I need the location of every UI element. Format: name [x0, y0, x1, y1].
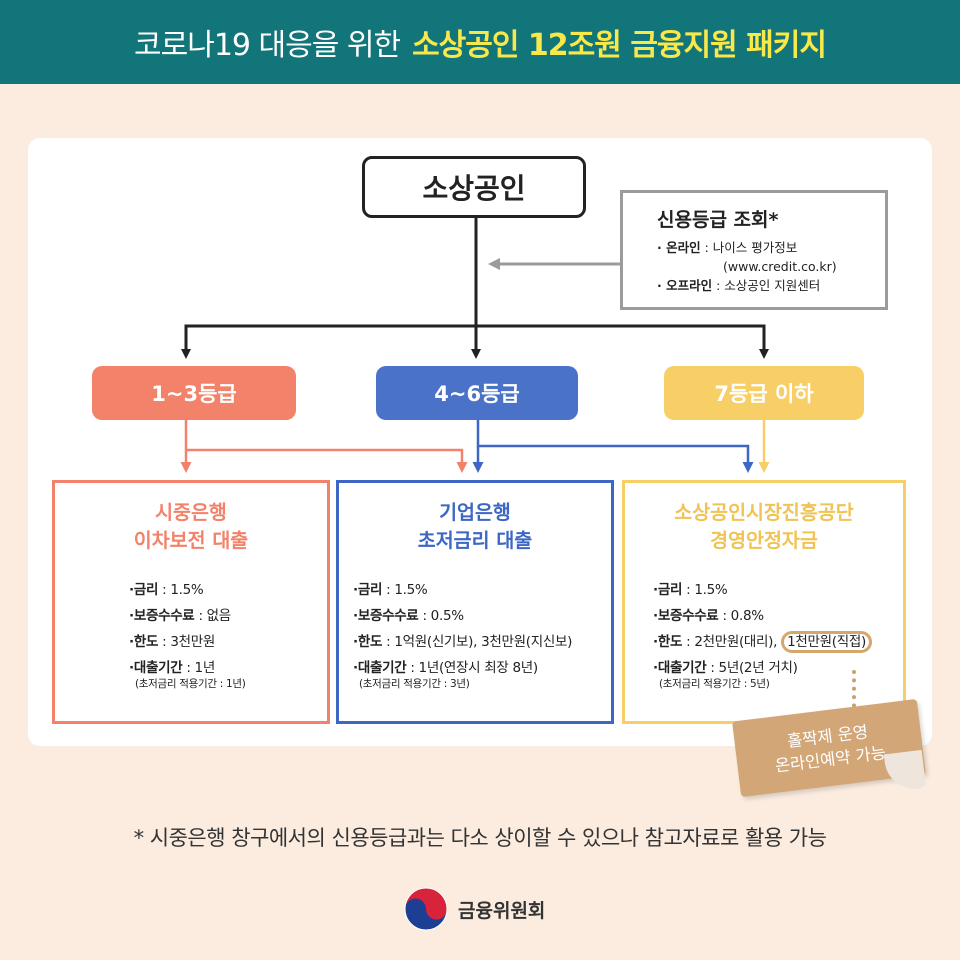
detail-rate: ·금리 : 1.5%: [129, 577, 246, 603]
product-title: 시중은행 이차보전 대출: [55, 499, 327, 555]
credit-offline-value: : 소상공인 지원센터: [716, 278, 821, 293]
header-title-light: 코로나19 대응을 위한: [134, 28, 401, 63]
detail-rate: ·금리 : 1.5%: [353, 577, 572, 603]
product-title-line1: 기업은행: [439, 501, 511, 524]
header-title-bold: 소상공인 12조원 금융지원 패키지: [412, 28, 827, 63]
product-title-line1: 소상공인시장진흥공단: [674, 501, 854, 524]
detail-note: (초저금리 적용기간 : 1년): [135, 678, 246, 690]
root-to-grades-connector: [181, 218, 769, 359]
grade2-connector: [472, 420, 754, 473]
credit-check-title: 신용등급 조회*: [657, 209, 779, 231]
grade1-connector: [180, 420, 468, 473]
credit-offline-line: · 오프라인 : 소상공인 지원센터: [657, 276, 885, 295]
credit-check-box: 신용등급 조회* · 온라인 : 나이스 평가정보 (www.credit.co…: [620, 190, 888, 310]
product-details: ·금리 : 1.5% ·보증수수료 : 없음 ·한도 : 3천만원 ·대출기간 …: [129, 577, 246, 690]
rate-value: : 1.5%: [386, 582, 428, 598]
limit-value: : 3천만원: [162, 634, 215, 650]
period-value: : 1년: [186, 660, 215, 676]
taegeuk-emblem-icon: [404, 887, 448, 931]
product-details: ·금리 : 1.5% ·보증수수료 : 0.5% ·한도 : 1억원(신기보),…: [353, 577, 572, 690]
product-commercial-bank-loan: 시중은행 이차보전 대출 ·금리 : 1.5% ·보증수수료 : 없음 ·한도 …: [52, 480, 330, 724]
product-title-line2: 초저금리 대출: [417, 529, 533, 552]
credit-online-line: · 온라인 : 나이스 평가정보: [657, 238, 885, 257]
product-title-line2: 이차보전 대출: [133, 529, 249, 552]
period-value: : 5년(2년 거치): [710, 660, 798, 676]
detail-period: ·대출기간 : 1년(연장시 최장 8년): [353, 655, 572, 681]
period-label: ·대출기간: [353, 660, 407, 676]
fee-label: ·보증수수료: [653, 608, 719, 624]
product-title-line1: 시중은행: [155, 501, 227, 524]
limit-direct-highlight: 1천만원(직접): [781, 631, 872, 653]
rate-label: ·금리: [129, 582, 159, 598]
period-value: : 1년(연장시 최장 8년): [410, 660, 538, 676]
footnote: * 시중은행 창구에서의 신용등급과는 다소 상이할 수 있으나 참고자료로 활…: [133, 826, 827, 850]
product-title: 소상공인시장진흥공단 경영안정자금: [625, 499, 903, 555]
fee-label: ·보증수수료: [129, 608, 195, 624]
limit-label: ·한도: [353, 634, 383, 650]
fee-value: : 0.8%: [722, 608, 764, 624]
detail-limit: ·한도 : 1억원(신기보), 3천만원(지신보): [353, 629, 572, 655]
product-title-line2: 경영안정자금: [710, 529, 818, 552]
detail-limit: ·한도 : 3천만원: [129, 629, 246, 655]
detail-note: (초저금리 적용기간 : 5년): [659, 678, 770, 690]
tag-dotted-connector: [852, 670, 856, 716]
period-label: ·대출기간: [129, 660, 183, 676]
limit-value: : 2천만원(대리),: [686, 634, 778, 650]
credit-online-value: : 나이스 평가정보: [704, 240, 798, 255]
credit-offline-label: · 오프라인: [657, 278, 713, 293]
header-banner: 코로나19 대응을 위한 소상공인 12조원 금융지원 패키지: [0, 0, 960, 84]
detail-fee: ·보증수수료 : 0.5%: [353, 603, 572, 629]
grade-7-below-label: 7등급 이하: [714, 382, 814, 406]
rate-label: ·금리: [353, 582, 383, 598]
limit-label: ·한도: [653, 634, 683, 650]
period-label: ·대출기간: [653, 660, 707, 676]
detail-rate: ·금리 : 1.5%: [653, 577, 872, 603]
grade-4-6-box: 4~6등급: [376, 366, 578, 420]
credit-online-label: · 온라인: [657, 240, 701, 255]
product-ibk-low-rate-loan: 기업은행 초저금리 대출 ·금리 : 1.5% ·보증수수료 : 0.5% ·한…: [336, 480, 614, 724]
rate-label: ·금리: [653, 582, 683, 598]
rate-value: : 1.5%: [686, 582, 728, 598]
product-details: ·금리 : 1.5% ·보증수수료 : 0.8% ·한도 : 2천만원(대리),…: [653, 577, 872, 690]
org-name: 금융위원회: [458, 899, 546, 922]
fee-value: : 0.5%: [422, 608, 464, 624]
fsc-logo: 금융위원회: [404, 880, 545, 938]
detail-fee: ·보증수수료 : 0.8%: [653, 603, 872, 629]
root-node-small-business: 소상공인: [362, 156, 586, 218]
detail-fee: ·보증수수료 : 없음: [129, 603, 246, 629]
detail-limit: ·한도 : 2천만원(대리), 1천만원(직접): [653, 629, 872, 655]
credit-online-url: (www.credit.co.kr): [723, 259, 837, 274]
fee-label: ·보증수수료: [353, 608, 419, 624]
detail-note: (초저금리 적용기간 : 3년): [359, 678, 470, 690]
product-title: 기업은행 초저금리 대출: [339, 499, 611, 555]
fee-value: : 없음: [198, 608, 231, 624]
detail-period: ·대출기간 : 5년(2년 거치): [653, 655, 872, 681]
detail-period: ·대출기간 : 1년: [129, 655, 246, 681]
product-semas-stabilization-fund: 소상공인시장진흥공단 경영안정자금 ·금리 : 1.5% ·보증수수료 : 0.…: [622, 480, 906, 724]
limit-value: : 1억원(신기보), 3천만원(지신보): [386, 634, 573, 650]
grade-7-below-box: 7등급 이하: [664, 366, 864, 420]
limit-label: ·한도: [129, 634, 159, 650]
root-label: 소상공인: [422, 172, 526, 205]
grade-4-6-label: 4~6등급: [434, 382, 520, 406]
rate-value: : 1.5%: [162, 582, 204, 598]
grade-1-3-label: 1~3등급: [151, 382, 237, 406]
grade-1-3-box: 1~3등급: [92, 366, 296, 420]
